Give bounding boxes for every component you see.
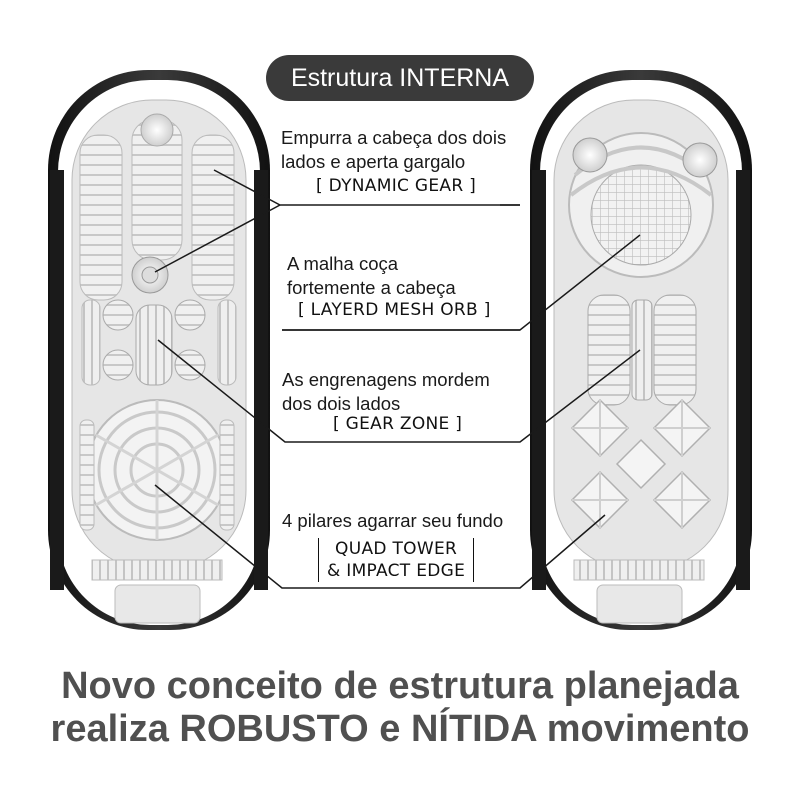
description-line: 4 pilares agarrar seu fundo	[282, 510, 504, 531]
feature-tag-mesh-orb: [ LAYERD MESH ORB ]	[298, 300, 491, 320]
left-sleeve-cutaway	[48, 70, 270, 630]
description-line: Empurra a cabeça dos dois	[281, 127, 507, 148]
feature-description-gear-zone: As engrenagens mordem dos dois lados	[282, 368, 490, 416]
feature-description-quad-tower: 4 pilares agarrar seu fundo	[282, 509, 503, 533]
headline-line-2: realiza ROBUSTO e NÍTIDA movimento	[50, 708, 750, 750]
tag-label: LAYERD MESH ORB	[310, 300, 478, 320]
leader-lines	[154, 169, 641, 589]
feature-tag-gear-zone: [ GEAR ZONE ]	[333, 414, 463, 434]
feature-tag-quad-tower: QUAD TOWER & IMPACT EDGE	[318, 538, 475, 582]
tag-label: GEAR ZONE	[345, 414, 450, 434]
section-title-pill: Estrutura INTERNA	[266, 55, 534, 101]
tag-label: DYNAMIC GEAR	[328, 176, 464, 196]
description-line: A malha coça	[287, 253, 399, 274]
right-sleeve-cutaway	[530, 70, 752, 630]
feature-tag-dynamic-gear: [ DYNAMIC GEAR ]	[316, 176, 477, 196]
headline-line-1: Novo conceito de estrutura planejada	[61, 665, 739, 707]
tag-label: QUAD TOWER	[335, 539, 458, 559]
tag-label: & IMPACT EDGE	[327, 561, 466, 581]
feature-description-dynamic-gear: Empurra a cabeça dos dois lados e aperta…	[281, 126, 506, 174]
feature-description-mesh-orb: A malha coça fortemente a cabeça	[287, 252, 456, 300]
description-line: fortemente a cabeça	[287, 277, 456, 298]
description-line: lados e aperta gargalo	[281, 151, 466, 172]
description-line: As engrenagens mordem	[282, 369, 490, 390]
description-line: dos dois lados	[282, 393, 401, 414]
